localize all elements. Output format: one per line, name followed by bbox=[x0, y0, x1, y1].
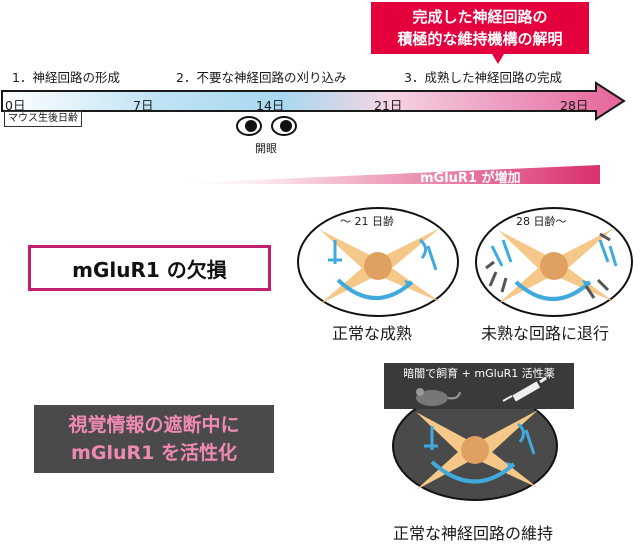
tick-day-7: 7日 bbox=[133, 98, 154, 113]
mouse-icon bbox=[416, 388, 461, 406]
mglur1-deficit-box: mGluR1 の欠損 bbox=[28, 245, 271, 291]
phase-2-label: 2．不要な神経回路の刈り込み bbox=[176, 70, 347, 85]
callout-line1: 完成した神経回路の bbox=[412, 8, 548, 26]
tick-day-14: 14日 bbox=[256, 98, 285, 113]
day28-label: 28 日齢〜 bbox=[516, 215, 567, 228]
day21-label: 〜 21 日齢 bbox=[340, 215, 394, 228]
tick-day-28: 28日 bbox=[560, 98, 589, 113]
eye-opening-icon bbox=[236, 116, 297, 136]
dark-rearing-panel bbox=[384, 363, 574, 409]
timeline-graphic bbox=[1, 54, 626, 184]
phase-1-label: 1．神経回路の形成 bbox=[12, 70, 120, 85]
callout-box: 完成した神経回路の 積極的な維持機構の解明 bbox=[371, 2, 589, 54]
regressed-circuit-caption: 未熟な回路に退行 bbox=[481, 324, 610, 343]
mglur1-deficit-label: mGluR1 の欠損 bbox=[72, 257, 227, 282]
timeline-arrow bbox=[1, 81, 626, 121]
activation-line2: mGluR1 を活性化 bbox=[71, 442, 237, 464]
cell-regressed-circuit bbox=[475, 207, 633, 317]
phase-3-label: 3．成熟した神経回路の完成 bbox=[404, 70, 562, 85]
syringe-icon bbox=[502, 376, 547, 402]
mglur1-activation-box: 視覚情報の遮断中に mGluR1 を活性化 bbox=[34, 405, 274, 473]
activation-line1: 視覚情報の遮断中に bbox=[68, 414, 240, 436]
cell-normal-maturation bbox=[297, 207, 459, 317]
cell-diagrams bbox=[297, 207, 633, 501]
eye-opening-label: 開眼 bbox=[255, 142, 277, 155]
mglur1-increase-label: mGluR1 が増加 bbox=[420, 171, 521, 186]
mglur1-increase-wedge bbox=[160, 165, 600, 184]
maintained-circuit-caption: 正常な神経回路の維持 bbox=[393, 524, 554, 543]
dark-rearing-label: 暗闇で飼育 + mGluR1 活性薬 bbox=[403, 367, 555, 380]
cell-maintained-circuit bbox=[392, 391, 558, 501]
callout-pointer bbox=[492, 54, 504, 64]
tick-day-21: 21日 bbox=[374, 98, 403, 113]
tick-day-0: 0日 bbox=[5, 98, 26, 113]
callout-line2: 積極的な維持機構の解明 bbox=[397, 30, 563, 48]
normal-maturation-caption: 正常な成熟 bbox=[332, 324, 413, 343]
age-label: マウス生後日齢 bbox=[4, 111, 82, 127]
